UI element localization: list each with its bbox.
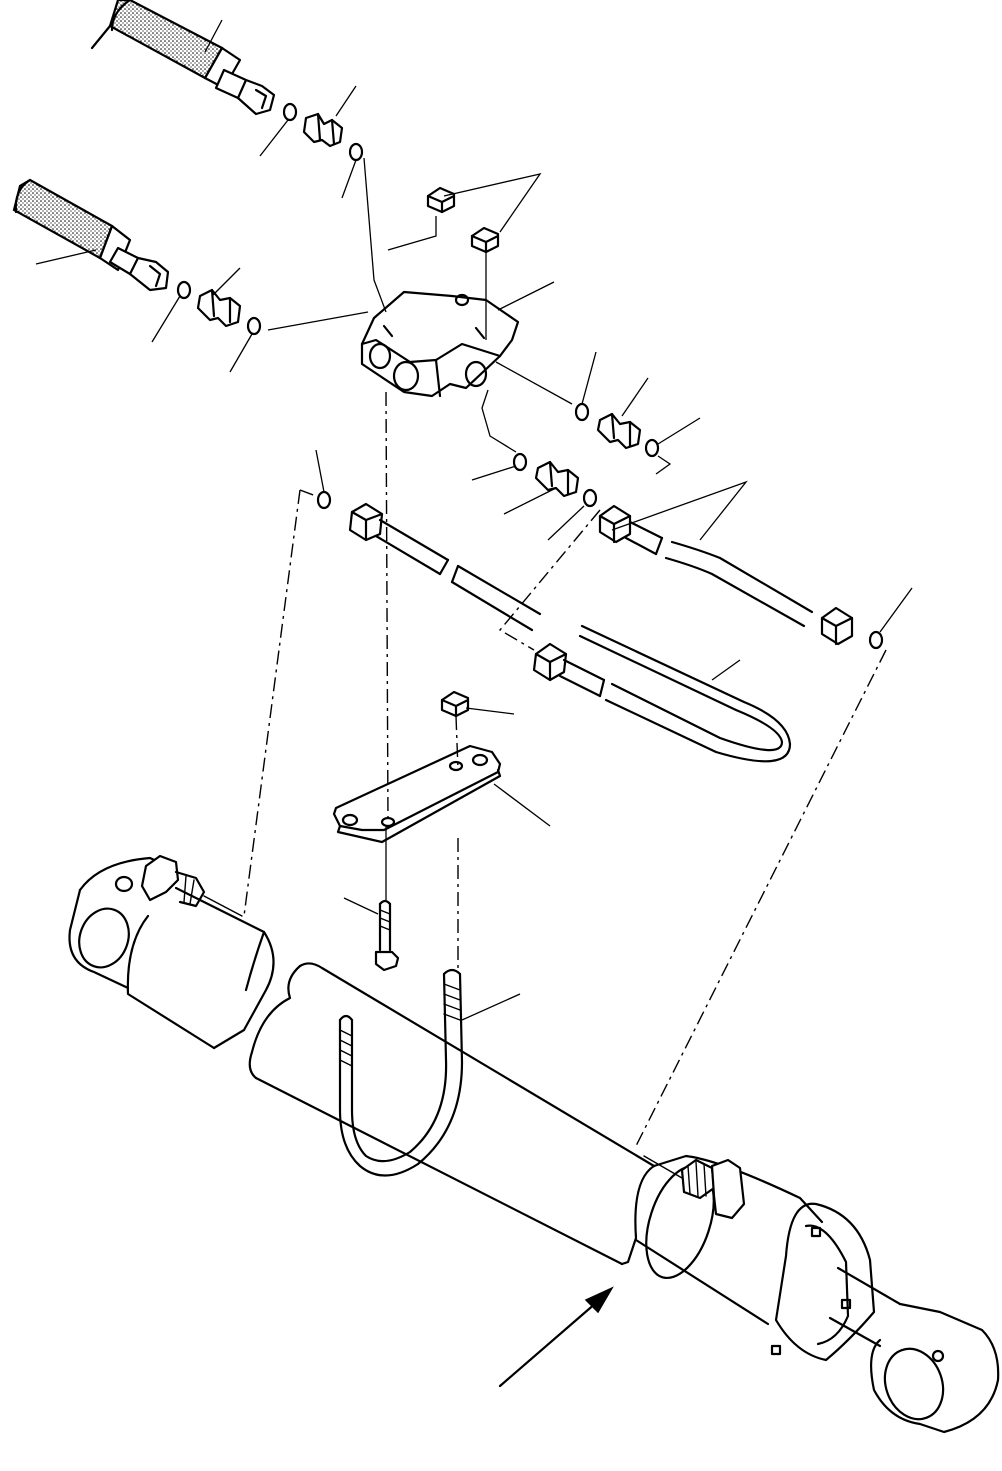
lower-adapter <box>196 288 242 328</box>
lower-hose <box>12 178 170 292</box>
view-arrow <box>498 1286 614 1388</box>
distribution-block <box>360 290 520 398</box>
tube-right-oring <box>868 630 884 650</box>
nut-upper-2 <box>470 226 500 254</box>
mounting-plate <box>332 744 502 844</box>
right-oring-1 <box>574 402 590 422</box>
tube-right <box>598 504 854 646</box>
assembly-guides <box>243 157 887 1147</box>
lower-oring-2 <box>246 316 262 336</box>
left-oring <box>316 490 332 510</box>
leader-lines <box>35 19 913 1021</box>
bolt <box>374 899 400 972</box>
middle-oring-1 <box>512 452 528 472</box>
tube-loop <box>532 624 792 763</box>
upper-oring-2 <box>348 142 364 162</box>
hydraulic-cylinder <box>68 854 1000 1434</box>
middle-oring-2 <box>582 488 598 508</box>
middle-adapter <box>534 460 580 498</box>
upper-hose <box>90 0 276 116</box>
u-bolt <box>338 968 464 1177</box>
nut-upper-1 <box>426 186 456 214</box>
right-adapter <box>596 412 642 450</box>
nut-plate <box>440 690 470 718</box>
upper-oring-1 <box>282 102 298 122</box>
upper-adapter <box>302 112 344 148</box>
lower-oring-1 <box>176 280 192 300</box>
right-oring-2 <box>644 438 660 458</box>
tube-left <box>348 502 542 632</box>
